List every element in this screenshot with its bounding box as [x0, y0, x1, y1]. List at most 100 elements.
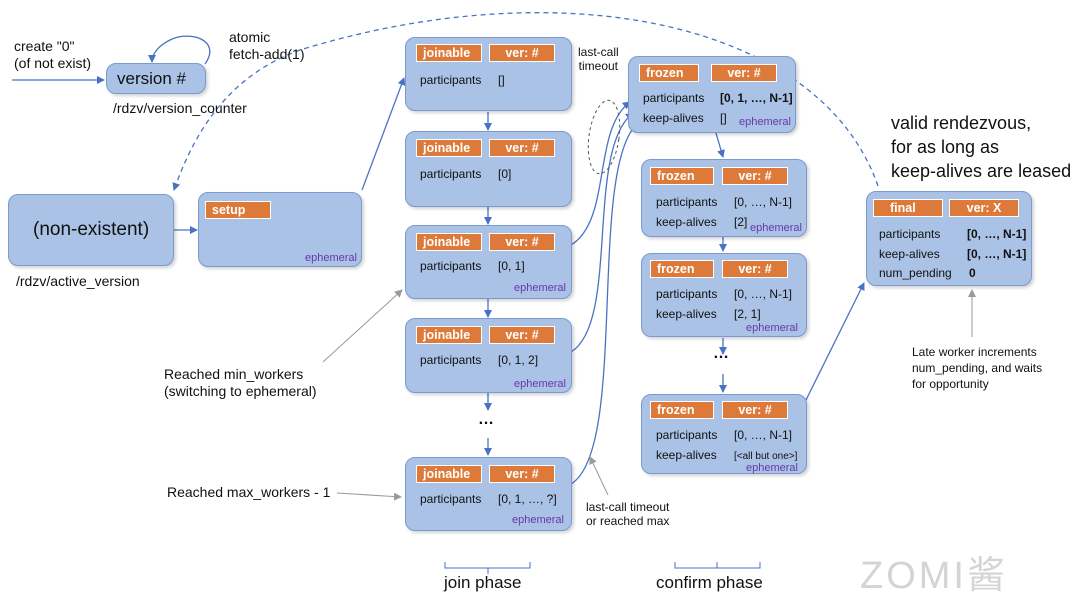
confirm-ellipsis: …	[713, 345, 730, 362]
keepalives-label: keep-alives	[643, 111, 704, 125]
participants-value: [0, 1, 2]	[498, 353, 539, 367]
participants-value: [0, …, N-1]	[734, 195, 793, 209]
joinable3-to-frozen-arrow	[570, 101, 631, 246]
valid-line1: valid rendezvous,	[891, 113, 1032, 133]
last-call-line2: timeout	[578, 59, 619, 74]
participants-value: []	[498, 73, 505, 87]
min-workers-line1: Reached min_workers	[164, 366, 304, 382]
keepalives-label: keep-alives	[879, 247, 940, 261]
participants-label: participants	[420, 353, 482, 367]
joinable-node-1: joinable ver: # participants []	[405, 37, 572, 111]
version-counter-path: /rdzv/version_counter	[113, 100, 247, 116]
confirm-phase-bracket	[674, 562, 761, 569]
late-worker-line2: num_pending, and waits	[912, 361, 1043, 375]
create-note-line1: create "0"	[14, 38, 75, 54]
participants-label: participants	[420, 167, 482, 181]
late-worker-note: Late worker increments num_pending, and …	[912, 344, 1042, 392]
participants-label: participants	[656, 428, 718, 442]
last-call-or-max-line2: or reached max	[586, 514, 670, 529]
participants-value: [0, …, N-1]	[967, 227, 1027, 241]
atomic-note-line1: atomic	[229, 29, 271, 45]
watermark: ZOMI酱	[860, 555, 1008, 597]
nonexistent-box: (non-existent)	[8, 194, 174, 266]
state-tag: frozen	[639, 64, 699, 82]
version-tag: ver: X	[949, 199, 1019, 217]
state-tag: final	[873, 199, 943, 217]
setup-box: setup ephemeral	[198, 192, 362, 267]
keepalives-value: []	[720, 111, 727, 125]
keepalives-label: keep-alives	[656, 307, 717, 321]
ephemeral-label: ephemeral	[750, 222, 802, 234]
keepalives-value: [2]	[734, 215, 748, 229]
last-call-pointer	[589, 456, 609, 496]
max-workers-note: Reached max_workers - 1	[167, 484, 331, 500]
participants-label: participants	[420, 259, 482, 273]
joinable-node-5: joinable ver: # participants [0, 1, …, ?…	[405, 457, 572, 531]
participants-value: [0, 1]	[498, 259, 525, 273]
max-workers-pointer	[336, 492, 402, 501]
ephemeral-label: ephemeral	[514, 282, 566, 294]
num-pending-label: num_pending	[879, 266, 952, 280]
state-tag: joinable	[416, 139, 482, 157]
nonexistent-label: (non-existent)	[33, 219, 150, 240]
state-tag: frozen	[650, 167, 714, 185]
state-tag: frozen	[650, 401, 714, 419]
state-tag: joinable	[416, 44, 482, 62]
version-tag: ver: #	[489, 139, 555, 157]
valid-rendezvous-note: valid rendezvous, for as long as keep-al…	[891, 111, 1071, 183]
version-label: version #	[117, 69, 186, 88]
participants-label: participants	[420, 73, 482, 87]
min-workers-line2: (switching to ephemeral)	[164, 382, 317, 399]
keepalives-label: keep-alives	[656, 215, 717, 229]
version-counter-box: version #	[106, 63, 206, 94]
last-call-line1: last-call	[578, 45, 619, 59]
participants-value: [0, 1, …, ?]	[498, 492, 557, 506]
last-call-timeout-note: last-call timeout	[578, 45, 619, 74]
participants-value: [0]	[498, 167, 512, 181]
joinable4-to-frozen-arrow	[570, 112, 634, 353]
keepalives-value: [<all but one>]	[734, 451, 798, 462]
version-tag: ver: #	[489, 233, 555, 251]
keepalives-value: [2, 1]	[734, 307, 761, 321]
joinable5-to-frozen-arrow	[570, 124, 637, 485]
version-tag: ver: #	[722, 167, 788, 185]
participants-value: [0, 1, …, N-1]	[720, 91, 793, 105]
active-version-path: /rdzv/active_version	[16, 273, 140, 289]
last-call-or-max-note: last-call timeout or reached max	[586, 500, 669, 529]
valid-line2: for as long as	[891, 137, 1000, 157]
setup-to-joinable-arrow	[361, 77, 406, 191]
state-tag: frozen	[650, 260, 714, 278]
version-tag: ver: #	[489, 44, 555, 62]
ephemeral-label: ephemeral	[512, 514, 564, 526]
valid-line3: keep-alives are leased	[891, 161, 1072, 181]
num-pending-value: 0	[969, 266, 976, 280]
participants-label: participants	[656, 287, 718, 301]
last-call-or-max-line1: last-call timeout	[586, 500, 670, 514]
state-tag: joinable	[416, 465, 482, 483]
create-note-line2: (of not exist)	[14, 54, 92, 71]
fetch-add-loop	[148, 35, 211, 65]
version-tag: ver: #	[711, 64, 777, 82]
frozen-node-3: frozen ver: # participants [0, …, N-1] k…	[641, 253, 807, 337]
min-workers-pointer	[322, 289, 403, 363]
create-note: create "0" (of not exist)	[14, 38, 91, 72]
frozen-node-2: frozen ver: # participants [0, …, N-1] k…	[641, 159, 807, 237]
setup-ephemeral: ephemeral	[305, 252, 357, 264]
late-worker-line1: Late worker increments	[912, 345, 1037, 359]
version-tag: ver: #	[489, 326, 555, 344]
ephemeral-label: ephemeral	[746, 322, 798, 334]
joinable-node-2: joinable ver: # participants [0]	[405, 131, 572, 207]
version-tag: ver: #	[722, 401, 788, 419]
setup-tag: setup	[205, 201, 271, 219]
participants-label: participants	[420, 492, 482, 506]
ephemeral-label: ephemeral	[746, 462, 798, 474]
frozen-to-final-arrow	[805, 282, 865, 401]
joinable-node-4: joinable ver: # participants [0, 1, 2] e…	[405, 318, 572, 393]
state-tag: joinable	[416, 326, 482, 344]
join-ellipsis: …	[478, 411, 495, 428]
min-workers-note: Reached min_workers (switching to epheme…	[164, 366, 317, 400]
participants-value: [0, …, N-1]	[734, 428, 793, 442]
late-worker-line3: for opportunity	[912, 377, 989, 391]
